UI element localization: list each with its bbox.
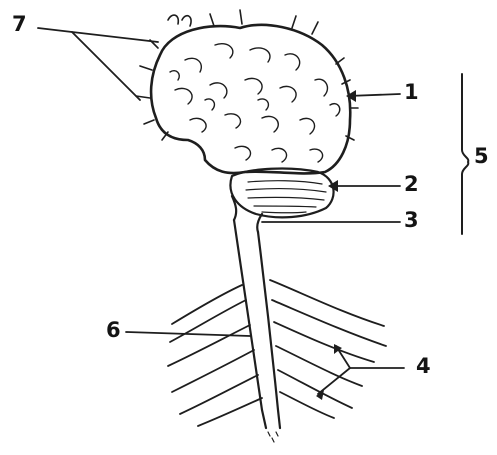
label-5: 5 [474,146,489,167]
spinal-cord [234,220,280,428]
label-4: 4 [416,356,431,377]
cerebrum-hairs [136,10,358,140]
bracket-5 [462,74,468,234]
leader-4b [318,368,350,394]
leader-7b [72,32,140,100]
spinal-cord-end [268,432,278,442]
label-2: 2 [404,174,419,195]
label-6: 6 [106,320,121,341]
cerebellum-folds [246,181,326,213]
leader-7 [38,28,158,42]
label-7: 7 [12,14,27,35]
label-3: 3 [404,210,419,231]
leader-4a [336,346,404,368]
label-1: 1 [404,82,419,103]
cerebellum [230,169,333,218]
